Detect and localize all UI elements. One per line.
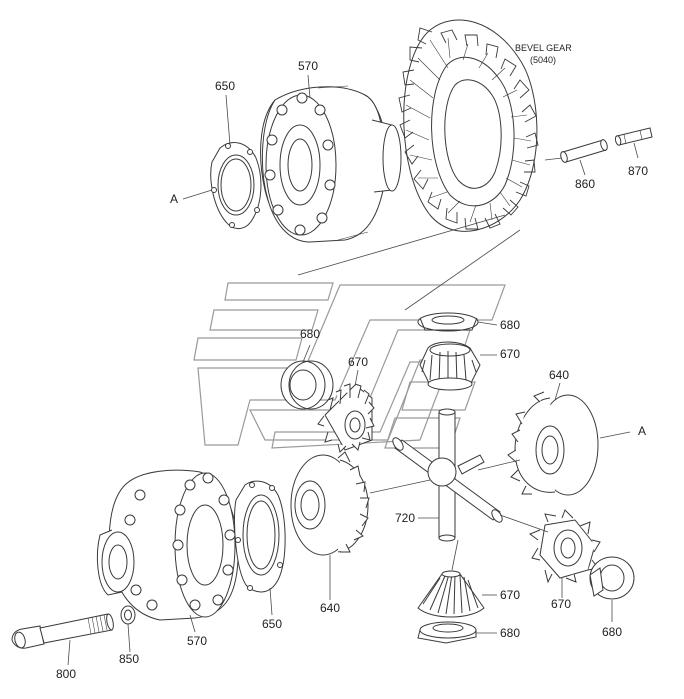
label-670-top: 670 [500, 347, 520, 361]
label-800: 800 [56, 667, 76, 681]
label-bevel-gear: BEVEL GEAR [515, 43, 572, 53]
label-680-top: 680 [500, 318, 520, 332]
cross-shaft-720 [392, 408, 503, 542]
label-ref-a-left: A [170, 192, 178, 206]
label-860: 860 [575, 177, 595, 191]
thrust-washer-680-left [280, 360, 334, 410]
gasket-650-top [210, 142, 262, 229]
leader-lines [67, 74, 639, 666]
label-850: 850 [119, 652, 139, 666]
thrust-washer-680-right [589, 556, 635, 600]
label-870: 870 [628, 164, 648, 178]
label-650-top: 650 [215, 79, 235, 93]
pin-860 [560, 139, 608, 163]
label-670-right: 670 [551, 597, 571, 611]
side-gear-640-bottom [290, 451, 370, 556]
label-bevel-gear-code: (5040) [530, 55, 556, 65]
label-680-bottom: 680 [500, 626, 520, 640]
pin-870 [614, 127, 653, 146]
bolt-800 [11, 613, 114, 649]
thrust-washer-680-bottom [417, 621, 477, 644]
label-680-left: 680 [300, 327, 320, 341]
label-670-left: 670 [348, 355, 368, 369]
label-640-bottom: 640 [320, 601, 340, 615]
pinion-gear-670-right [528, 509, 601, 584]
differential-case-top [260, 85, 402, 243]
pinion-gear-670-bottom [417, 570, 485, 618]
label-640-right: 640 [549, 368, 569, 382]
label-570-top: 570 [298, 59, 318, 73]
label-720: 720 [395, 511, 415, 525]
washer-850 [120, 605, 136, 625]
callout-labels: BEVEL GEAR (5040) 650 570 A 860 870 680 … [56, 43, 648, 681]
label-670-bottom: 670 [500, 588, 520, 602]
side-gear-640-right [507, 391, 599, 496]
label-680-right: 680 [602, 625, 622, 639]
bevel-gear-ring [398, 19, 539, 232]
pinion-gear-670-left [317, 383, 375, 453]
label-570-bottom: 570 [187, 634, 207, 648]
pinion-gear-670-top [419, 341, 481, 391]
gasket-650-bottom [234, 480, 286, 593]
label-ref-a-right: A [638, 424, 646, 438]
differential-case-bottom [96, 469, 239, 621]
label-650-bottom: 650 [262, 617, 282, 631]
thrust-washer-680-top [417, 312, 479, 332]
